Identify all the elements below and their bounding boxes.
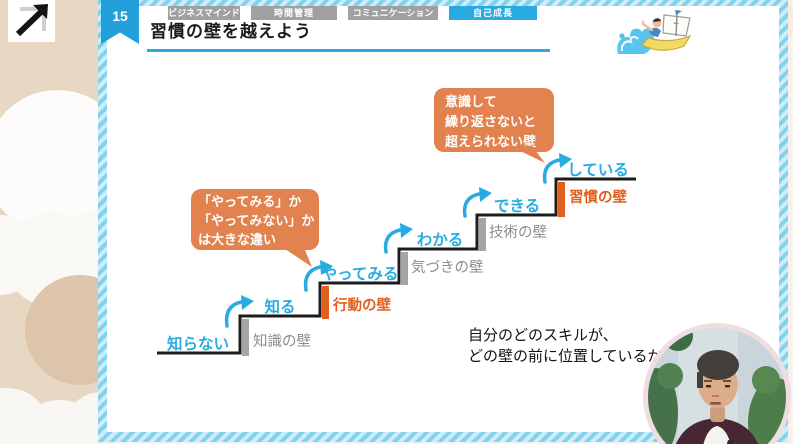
note-text: 自分のどのスキルが、 どの壁の前に位置しているか — [468, 325, 663, 367]
arrowhead-icon — [320, 260, 333, 275]
wall-bar-awareness — [401, 252, 408, 285]
sailboat-icon — [617, 10, 692, 54]
arrowhead-icon — [400, 223, 413, 238]
step-label-can-do: できる — [494, 197, 540, 215]
bubble-line: 「やってみる」か — [198, 194, 302, 209]
slide-title: 習慣の壁を越えよう — [150, 22, 312, 41]
chapter-tabs: ビジネスマインド 時間管理 コミュニケーション 自己成長 — [168, 6, 537, 20]
step-up-arrow-icon — [542, 158, 561, 184]
bubble-line: 「やってみない」か — [198, 213, 315, 228]
bubble-tail — [279, 245, 312, 267]
speech-bubble-action: 「やってみる」か 「やってみない」か は大きな違い — [191, 189, 319, 250]
step-up-arrow-icon — [383, 228, 402, 254]
tab-self-growth[interactable]: 自己成長 — [449, 6, 537, 20]
note-line-1: 自分のどのスキルが、 — [468, 327, 618, 344]
presenter-video — [643, 323, 791, 444]
wall-bar-action — [322, 286, 329, 319]
bubble-line: 意識して — [445, 94, 497, 109]
background-right — [787, 0, 793, 444]
wall-label-knowledge: 知識の壁 — [253, 333, 311, 350]
bubble-line: 超えられない壁 — [445, 134, 537, 149]
wall-label-habit: 習慣の壁 — [569, 188, 627, 206]
step-up-arrow-icon — [303, 265, 322, 292]
step-label-know: 知る — [264, 297, 295, 316]
title-underline — [147, 49, 550, 52]
stairs-outline — [157, 177, 636, 355]
tab-communication[interactable]: コミュニケーション — [348, 6, 438, 20]
bubble-line: 繰り返さないと — [445, 114, 537, 129]
wall-label-skill: 技術の壁 — [489, 224, 547, 241]
tab-business-mind[interactable]: ビジネスマインド — [168, 6, 240, 20]
step-label-understand: わかる — [417, 231, 464, 249]
slide-number: 15 — [112, 8, 128, 24]
bubble-tail — [510, 146, 545, 163]
step-label-doing: している — [567, 161, 629, 179]
arrowhead-icon — [241, 295, 254, 310]
wall-label-action: 行動の壁 — [332, 296, 391, 314]
step-label-try: やってみる — [322, 265, 399, 283]
wall-bar-knowledge — [242, 319, 249, 356]
note-line-2: どの壁の前に位置しているか — [468, 348, 663, 365]
arrow-logo-icon — [15, 4, 48, 37]
wall-label-awareness: 気づきの壁 — [411, 259, 484, 276]
step-up-arrow-icon — [462, 192, 481, 218]
step-up-arrow-icon — [224, 300, 243, 328]
bubble-line: は大きな違い — [198, 232, 277, 247]
presenter — [648, 328, 786, 444]
speech-bubble-habit: 意識して 繰り返さないと 超えられない壁 — [434, 88, 554, 152]
background-clouds-left — [0, 0, 98, 444]
wall-bar-habit — [558, 182, 565, 217]
step-label-not-know: 知らない — [167, 334, 229, 353]
arrowhead-icon — [559, 153, 572, 168]
channel-logo — [8, 0, 55, 42]
tab-time-management[interactable]: 時間管理 — [251, 6, 337, 20]
wall-bar-skill — [479, 218, 486, 251]
arrowhead-icon — [479, 187, 492, 202]
